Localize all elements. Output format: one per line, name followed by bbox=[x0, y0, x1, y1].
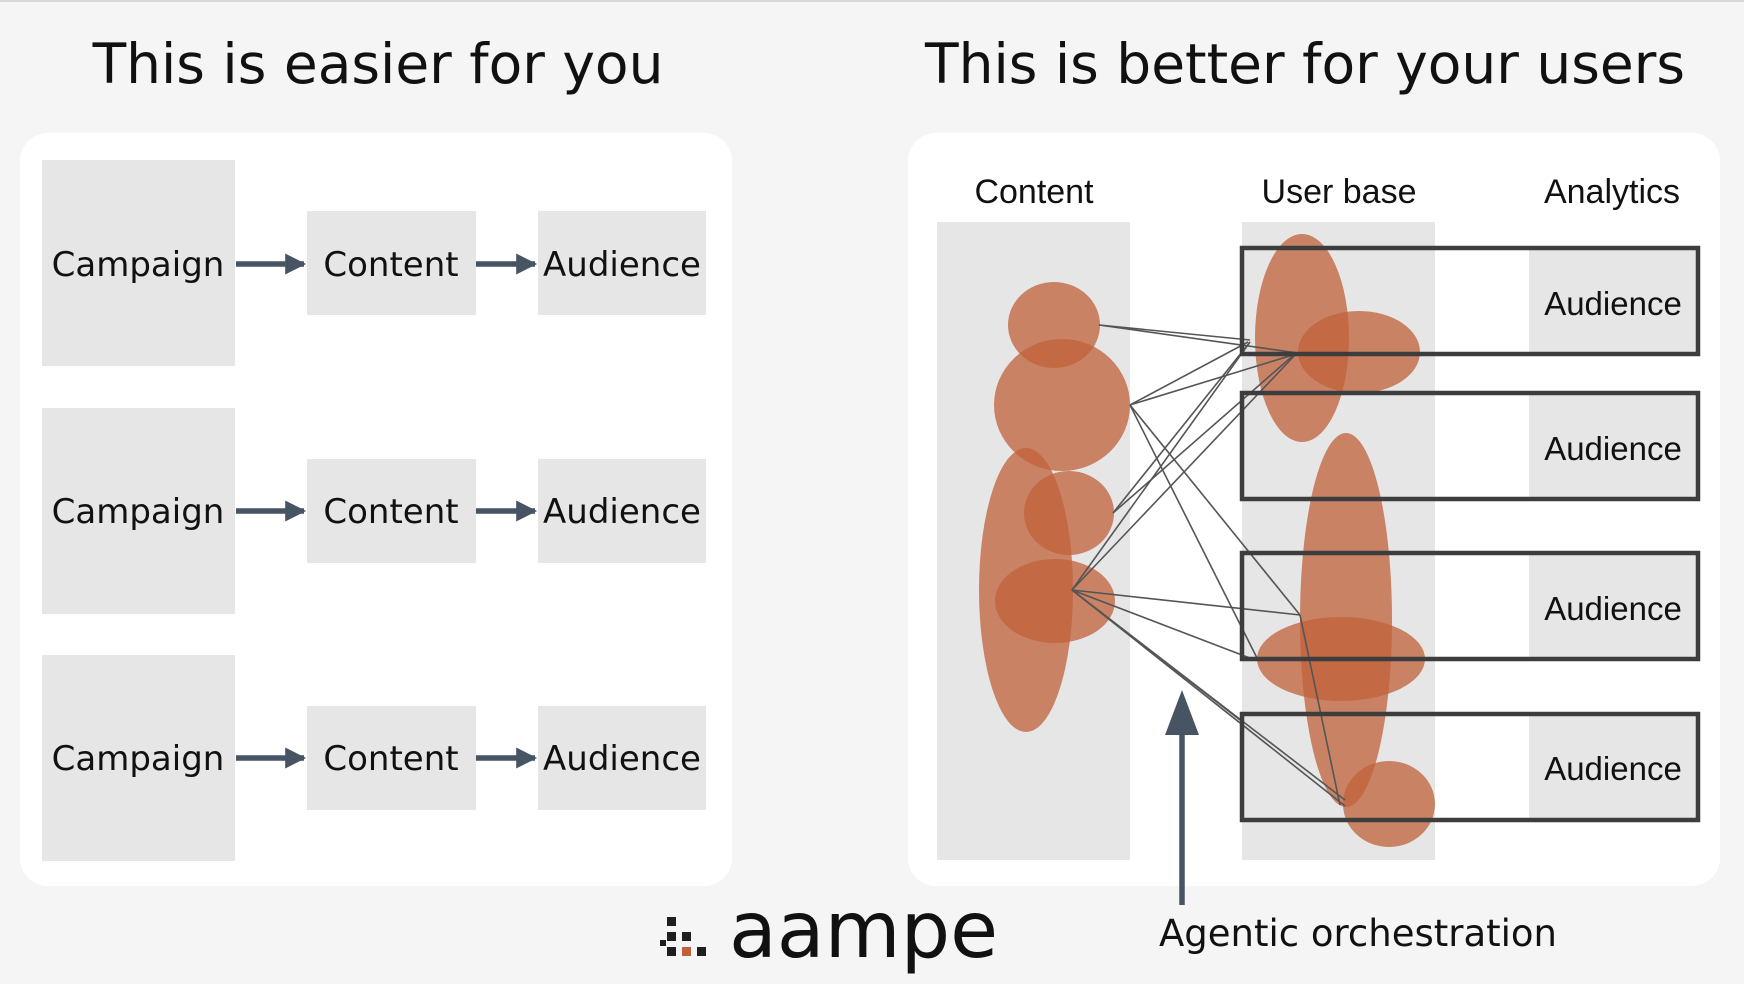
content-label: Content bbox=[323, 739, 458, 779]
campaign-box bbox=[42, 408, 235, 614]
content-segment bbox=[994, 339, 1130, 471]
agentic-orchestration-annotation: Agentic orchestration bbox=[1159, 690, 1557, 955]
flow-row-2: Campaign Content Audience bbox=[42, 408, 706, 614]
user-segment bbox=[1343, 761, 1435, 847]
analytics-audience-cell bbox=[1529, 553, 1697, 659]
logo-mark-icon bbox=[660, 917, 706, 956]
audience-group-outline bbox=[1239, 550, 1701, 662]
audience-group-outline bbox=[1239, 711, 1701, 823]
campaign-label: Campaign bbox=[52, 492, 225, 532]
analytics-column bbox=[1529, 248, 1697, 820]
user-base-column-label: User base bbox=[1262, 173, 1417, 211]
audience-label: Audience bbox=[543, 739, 701, 779]
audience-label: Audience bbox=[543, 492, 701, 532]
audience-label: Audience bbox=[1544, 590, 1682, 627]
audience-group-outline bbox=[1239, 245, 1701, 357]
analytics-column-label: Analytics bbox=[1544, 173, 1680, 211]
aampe-logo: aampe bbox=[660, 886, 998, 976]
analytics-audience-cell bbox=[1529, 714, 1697, 820]
flow-row-1: Campaign Content Audience bbox=[42, 160, 706, 366]
audience-group-outline bbox=[1239, 390, 1701, 502]
content-box bbox=[307, 211, 476, 315]
left-panel-title: This is easier for you bbox=[92, 32, 664, 96]
logo-wordmark: aampe bbox=[729, 886, 998, 976]
content-segments bbox=[979, 282, 1130, 732]
right-panel-title: This is better for your users bbox=[924, 32, 1685, 96]
content-segment bbox=[995, 559, 1115, 643]
content-label: Content bbox=[323, 245, 458, 285]
content-box bbox=[307, 459, 476, 563]
pointer-arrow-head bbox=[1165, 690, 1199, 735]
content-label: Content bbox=[323, 492, 458, 532]
content-box bbox=[307, 706, 476, 810]
content-column-label: Content bbox=[974, 173, 1094, 211]
right-panel: This is better for your users Content Us… bbox=[908, 32, 1720, 886]
audience-label: Audience bbox=[1544, 750, 1682, 787]
audience-box bbox=[538, 706, 706, 810]
orchestration-links bbox=[1071, 324, 1346, 807]
left-panel: This is easier for you Campaign Content … bbox=[20, 32, 732, 886]
campaign-label: Campaign bbox=[52, 245, 225, 285]
campaign-box bbox=[42, 160, 235, 366]
audience-box bbox=[538, 459, 706, 563]
audiences: Audience Audience Audience Audience bbox=[1239, 245, 1701, 823]
audience-box bbox=[538, 211, 706, 315]
content-segment bbox=[1024, 471, 1114, 555]
audience-label: Audience bbox=[1544, 430, 1682, 467]
agentic-orchestration-caption: Agentic orchestration bbox=[1159, 912, 1557, 955]
audience-label: Audience bbox=[1544, 285, 1682, 322]
campaign-label: Campaign bbox=[52, 739, 225, 779]
campaign-box bbox=[42, 655, 235, 861]
analytics-audience-cell bbox=[1529, 393, 1697, 499]
audience-label: Audience bbox=[543, 245, 701, 285]
flow-row-3: Campaign Content Audience bbox=[42, 655, 706, 861]
analytics-audience-cell bbox=[1529, 248, 1697, 354]
